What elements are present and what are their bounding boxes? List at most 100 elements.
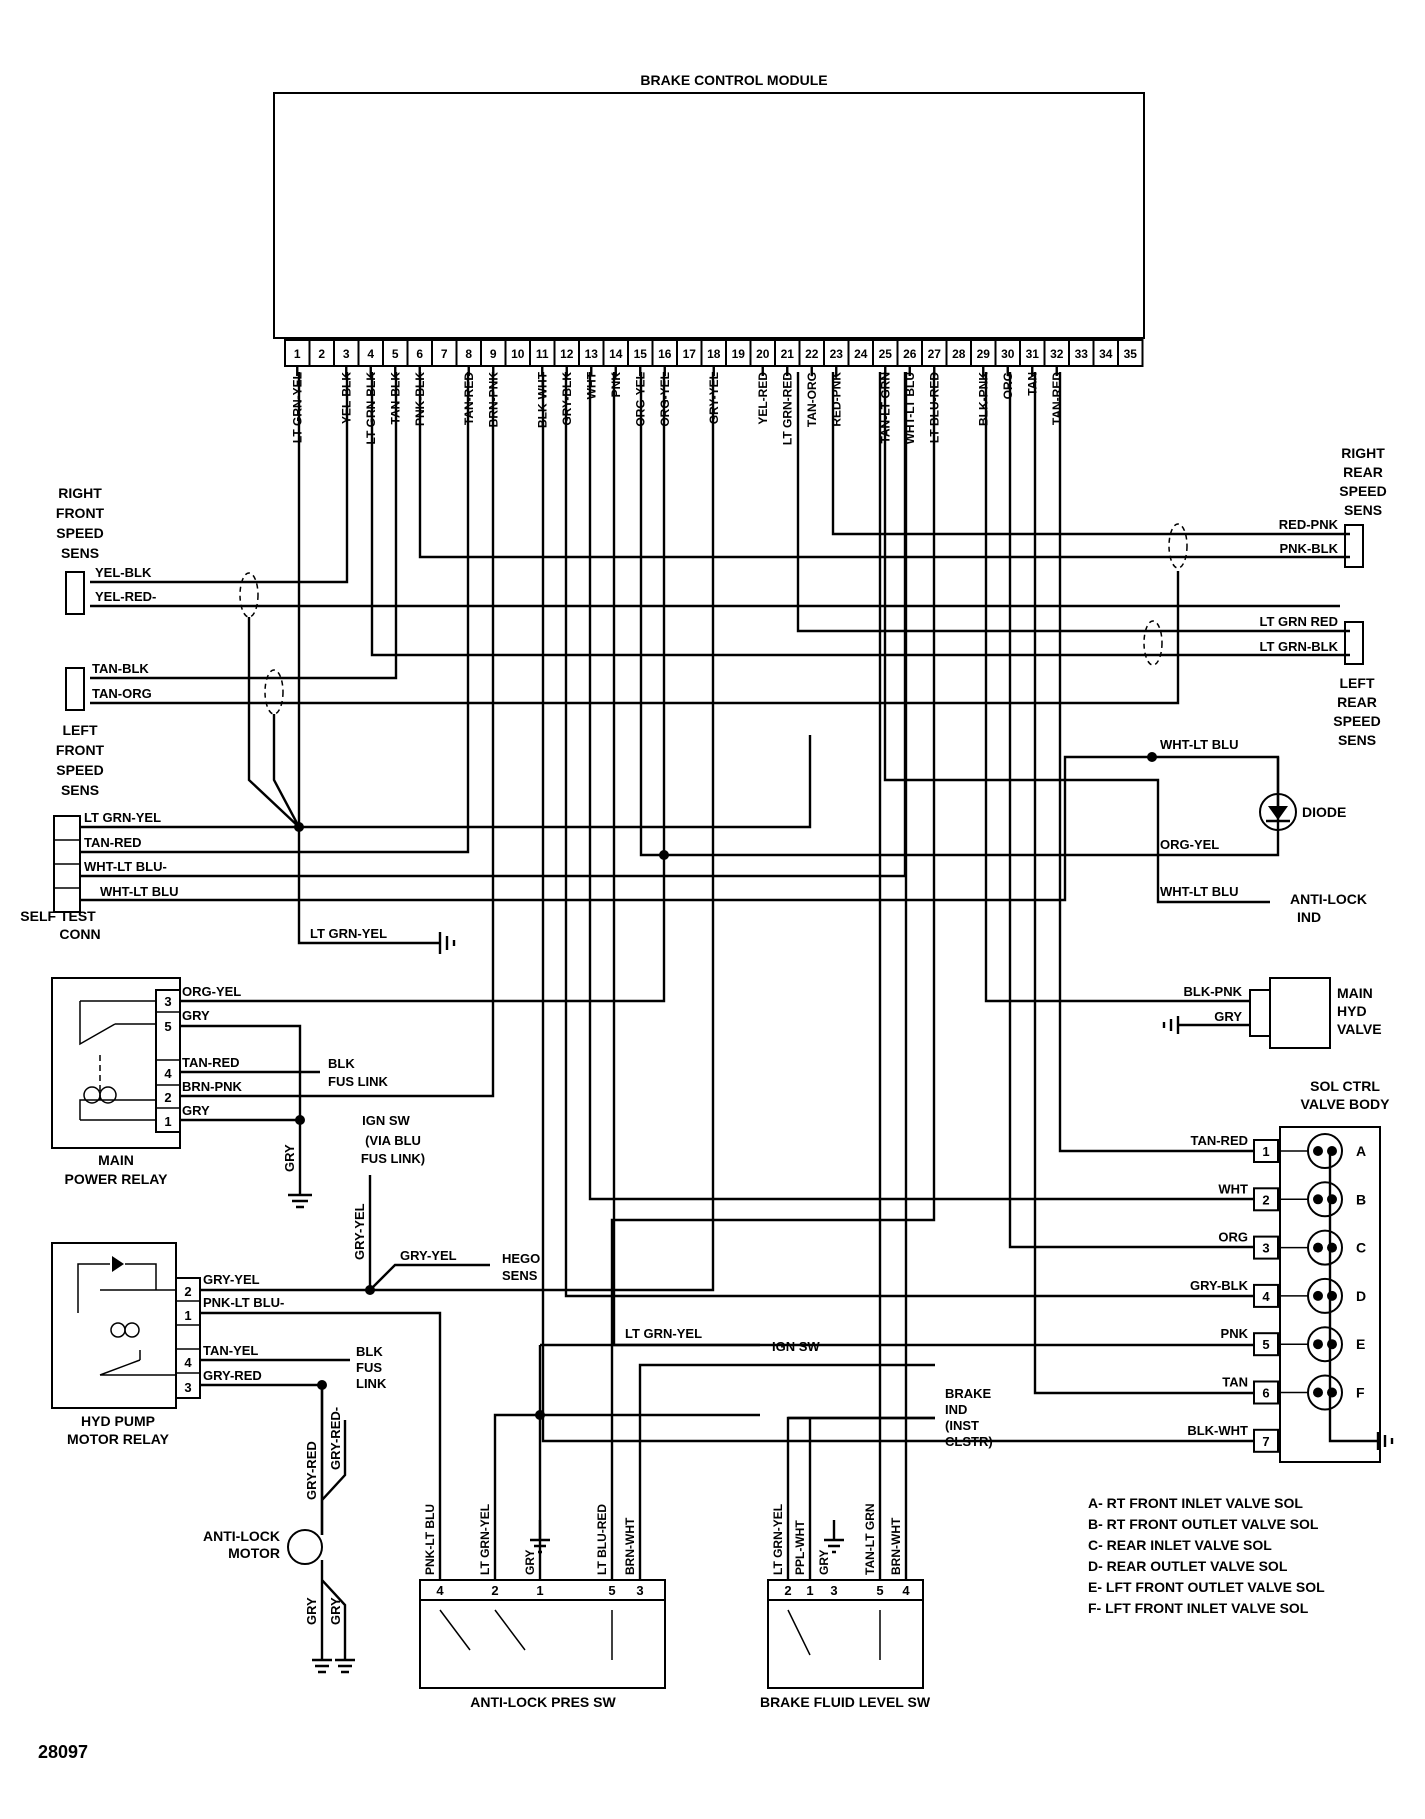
svg-text:FRONT: FRONT [56, 742, 105, 758]
wire-label: GRY-YEL [352, 1203, 367, 1260]
module-pin-number: 10 [511, 347, 525, 361]
svg-text:4: 4 [184, 1355, 192, 1370]
sol-pin: 7 [1262, 1434, 1269, 1449]
pres-sw-wire-label: PNK-LT BLU [423, 1504, 437, 1575]
wire-label: LT GRN-BLK [1260, 639, 1339, 654]
sol-pin: 4 [1262, 1289, 1270, 1304]
pres-sw-wire-label: LT GRN-YEL [478, 1504, 492, 1575]
sol-wire-label: TAN [1222, 1375, 1248, 1390]
sol-pin: 2 [1262, 1192, 1269, 1207]
svg-text:HYD PUMP: HYD PUMP [81, 1413, 155, 1429]
module-wire-label: LT GRN-RED [780, 372, 794, 445]
fluid-sw-pin: 4 [902, 1583, 910, 1598]
brake-control-module [273, 92, 1145, 339]
svg-text:IGN SW: IGN SW [772, 1339, 820, 1354]
ign-sw-2: LT GRN-YEL IGN SW [535, 1326, 820, 1420]
wire-label: GRY-YEL [203, 1272, 260, 1287]
sol-wire-label: TAN-RED [1190, 1133, 1248, 1148]
legend-item: F- LFT FRONT INLET VALVE SOL [1088, 1600, 1309, 1616]
svg-text:FUS: FUS [356, 1360, 382, 1375]
wire-label: GRY [182, 1008, 210, 1023]
pres-sw-pin: 2 [491, 1583, 498, 1598]
wire-label: WHT-LT BLU [100, 884, 178, 899]
wire-label: WHT-LT BLU [1160, 737, 1238, 752]
svg-text:FUS LINK: FUS LINK [328, 1074, 389, 1089]
svg-text:SELF TEST: SELF TEST [20, 908, 96, 924]
svg-text:IND: IND [945, 1402, 967, 1417]
module-pin-number: 11 [536, 347, 549, 361]
module-pin-number: 33 [1075, 347, 1089, 361]
wire-label: BLK-PNK [1184, 984, 1243, 999]
fluid-sw-wire-label: BRN-WHT [889, 1517, 903, 1575]
wire-label: ORG-YEL [182, 984, 241, 999]
svg-text:SENS: SENS [1338, 732, 1376, 748]
module-wire-label: WHT [584, 371, 598, 399]
module-pin-number: 9 [490, 347, 497, 361]
right-front-speed-sensor: RIGHT FRONT SPEED SENS YEL-BLK YEL-RED- [56, 485, 156, 615]
svg-text:RIGHT: RIGHT [1341, 445, 1385, 461]
svg-text:LEFT: LEFT [1340, 675, 1375, 691]
pres-sw-pin: 4 [436, 1583, 444, 1598]
sol-pin: 6 [1262, 1386, 1269, 1401]
wire-label: TAN-RED [84, 835, 142, 850]
wire-label: LT GRN-YEL [625, 1326, 702, 1341]
wire-label: GRY [282, 1144, 297, 1172]
svg-text:MAIN: MAIN [98, 1152, 134, 1168]
legend-item: B- RT FRONT OUTLET VALVE SOL [1088, 1516, 1319, 1532]
wire-label: WHT-LT BLU [1160, 884, 1238, 899]
fluid-sw-wire-label: TAN-LT GRN [863, 1503, 877, 1575]
wire-label: GRY-RED- [328, 1407, 343, 1470]
module-pin-number: 14 [609, 347, 623, 361]
wire-label: ORG-YEL [1160, 837, 1219, 852]
ground-icon [438, 932, 456, 954]
svg-text:CLSTR): CLSTR) [945, 1434, 993, 1449]
fluid-sw-pin: 1 [806, 1583, 813, 1598]
svg-text:BRAKE FLUID LEVEL SW: BRAKE FLUID LEVEL SW [760, 1694, 931, 1710]
hyd-pump-motor-relay: 2 1 4 3 GRY-YEL PNK-LT BLU- TAN-YEL GRY-… [51, 1242, 387, 1447]
svg-text:VALVE: VALVE [1337, 1021, 1382, 1037]
module-wire-label: TAN [1025, 372, 1039, 396]
legend-item: E- LFT FRONT OUTLET VALVE SOL [1088, 1579, 1325, 1595]
figure-number: 28097 [38, 1742, 88, 1762]
module-pin-number: 17 [683, 347, 697, 361]
module-pin-number: 30 [1001, 347, 1015, 361]
svg-text:1: 1 [184, 1308, 191, 1323]
wire-label: TAN-BLK [92, 661, 149, 676]
fluid-sw-pin: 2 [784, 1583, 791, 1598]
module-wire-label: LT GRN-BLK [364, 372, 378, 445]
module-wire-label: RED-PNK [829, 372, 843, 427]
module-pin-number: 16 [658, 347, 672, 361]
wire-routes [80, 372, 1350, 1580]
legend-item: C- REAR INLET VALVE SOL [1088, 1537, 1272, 1553]
self-test-connector: LT GRN-YEL TAN-RED WHT-LT BLU- WHT-LT BL… [20, 810, 178, 942]
svg-text:3: 3 [184, 1380, 191, 1395]
wire-label: BRN-PNK [182, 1079, 243, 1094]
svg-text:(VIA BLU: (VIA BLU [365, 1133, 421, 1148]
pres-sw-wire-label: LT BLU-RED [595, 1504, 609, 1575]
module-pin-number: 5 [392, 347, 399, 361]
module-pin-number: 22 [805, 347, 819, 361]
module-pin-number: 3 [343, 347, 350, 361]
module-pin-number: 1 [294, 347, 301, 361]
module-wire-label: TAN-ORG [805, 372, 819, 427]
sol-wire-label: PNK [1221, 1326, 1249, 1341]
wire-label: GRY-RED [203, 1368, 262, 1383]
module-pin-number: 27 [928, 347, 942, 361]
svg-text:MOTOR: MOTOR [228, 1545, 280, 1561]
svg-text:BLK: BLK [356, 1344, 383, 1359]
anti-lock-motor: ANTI-LOCK MOTOR GRY-RED GRY-RED- GRY GRY [203, 1385, 355, 1674]
fluid-sw-wire-label: GRY [817, 1549, 831, 1575]
wire-label: GRY-YEL [400, 1248, 457, 1263]
module-pin-number: 4 [367, 347, 374, 361]
sol-pin: 5 [1262, 1337, 1269, 1352]
wire-label: YEL-BLK [95, 565, 152, 580]
svg-text:SENS: SENS [502, 1268, 538, 1283]
ign-sw-feed: IGN SW (VIA BLU FUS LINK) GRY-YEL [352, 1113, 425, 1295]
svg-text:BLK: BLK [328, 1056, 355, 1071]
svg-text:DIODE: DIODE [1302, 804, 1346, 820]
brake-indicator: BRAKE IND (INST CLSTR) [788, 1386, 993, 1449]
